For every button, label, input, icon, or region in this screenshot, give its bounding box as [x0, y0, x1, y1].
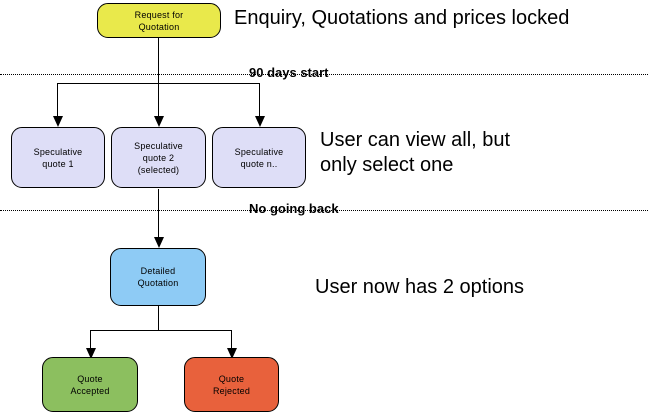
node-detailed-quotation[interactable]: Detailed Quotation [110, 248, 206, 306]
connector-rfq-stem [158, 37, 159, 83]
phase-separator-label-90-days-start: 90 days start [249, 65, 329, 80]
node-quote-rejected[interactable]: Quote Rejected [184, 357, 279, 412]
connector-to-speculative-2 [158, 83, 159, 118]
annotation-enquiry-locked: Enquiry, Quotations and prices locked [234, 7, 570, 29]
annotation-user-now-has-2-options: User now has 2 options [315, 276, 525, 298]
connector-to-accepted [90, 330, 91, 352]
connector-detailed-stem [158, 306, 159, 331]
node-quote-accepted[interactable]: Quote Accepted [42, 357, 138, 412]
phase-separator-line-1 [0, 74, 648, 75]
arrowhead-rejected [227, 348, 237, 359]
annotation-user-can-view-all: User can view all, but only select one [320, 129, 511, 176]
arrowhead-detailed [154, 237, 164, 248]
phase-separator-line-2 [0, 210, 648, 211]
connector-to-speculative-n [259, 83, 260, 118]
connector-to-rejected [231, 330, 232, 352]
connector-detailed-branch-bar [90, 330, 232, 331]
connector-speculative2-to-detailed [158, 189, 159, 237]
node-request-for-quotation[interactable]: Request for Quotation [97, 3, 221, 38]
phase-separator-label-no-going-back: No going back [249, 201, 339, 216]
connector-to-speculative-1 [57, 83, 58, 118]
arrowhead-accepted [86, 348, 96, 359]
node-speculative-quote-1[interactable]: Speculative quote 1 [11, 127, 105, 188]
node-speculative-quote-n[interactable]: Speculative quote n.. [212, 127, 306, 188]
arrowhead-speculative-2 [154, 116, 164, 127]
node-speculative-quote-2[interactable]: Speculative quote 2 (selected) [111, 127, 206, 188]
arrowhead-speculative-n [255, 116, 265, 127]
arrowhead-speculative-1 [53, 116, 63, 127]
